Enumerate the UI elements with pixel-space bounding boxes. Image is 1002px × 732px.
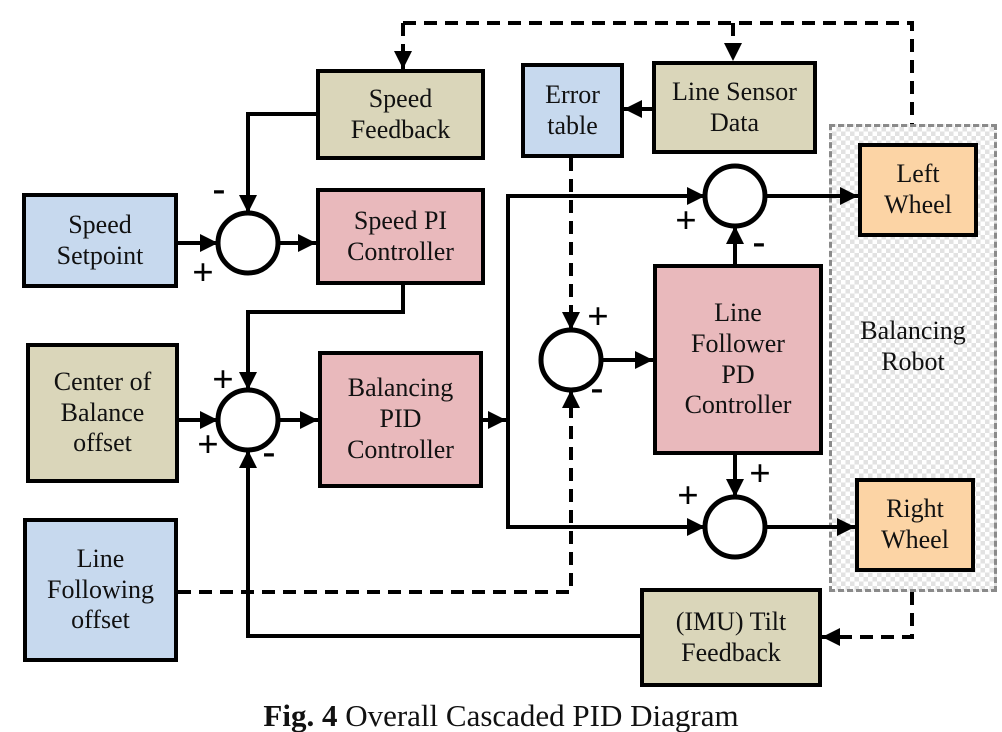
block-center-of-balance-offset: Center of Balance offset	[26, 343, 179, 483]
block-imu-tilt-feedback-label: (IMU) Tilt Feedback	[675, 606, 787, 667]
sign-right-sum-plus-left: +	[677, 475, 699, 517]
figure-caption-number: Fig. 4	[263, 698, 338, 732]
dashed-feedback-lines	[178, 21, 914, 646]
block-speed-feedback-label: Speed Feedback	[350, 83, 451, 144]
block-right-wheel-label: Right Wheel	[881, 494, 949, 554]
block-line-follower-pd-controller-label: Line Follower PD Controller	[684, 298, 792, 420]
block-line-following-offset-label: Line Following offset	[47, 543, 154, 635]
sign-balance-sum-minus: -	[262, 431, 276, 473]
sign-line-sum-plus: +	[587, 296, 609, 338]
block-line-sensor-data: Line Sensor Data	[652, 61, 817, 154]
sign-line-sum-minus: -	[590, 367, 604, 409]
sum-junction-left-wheel	[702, 163, 768, 229]
sum-junction-line	[538, 327, 604, 393]
sign-balance-sum-plus-top: +	[212, 359, 234, 401]
sign-balance-sum-plus-left: +	[197, 424, 219, 466]
sign-left-sum-minus: -	[752, 221, 766, 263]
sign-speed-sum-plus: +	[192, 252, 214, 294]
figure-caption: Fig. 4 Overall Cascaded PID Diagram	[0, 698, 1002, 732]
block-error-table: Error table	[521, 63, 624, 158]
block-speed-pi-controller-label: Speed PI Controller	[347, 205, 454, 266]
block-right-wheel: Right Wheel	[855, 478, 975, 572]
block-left-wheel: Left Wheel	[858, 143, 978, 237]
block-balancing-robot-label: Balancing Robot	[860, 316, 966, 376]
block-line-sensor-data-label: Line Sensor Data	[672, 76, 797, 137]
sign-speed-sum-minus: -	[212, 168, 226, 210]
sum-junction-balance	[215, 387, 281, 453]
block-imu-tilt-feedback: (IMU) Tilt Feedback	[640, 588, 822, 687]
block-speed-feedback: Speed Feedback	[316, 69, 485, 160]
sum-junction-speed	[215, 210, 281, 276]
sum-junction-right-wheel	[702, 494, 768, 560]
block-balancing-pid-controller-label: Balancing PID Controller	[347, 373, 454, 464]
block-speed-pi-controller: Speed PI Controller	[316, 188, 485, 285]
solid-signal-lines	[178, 100, 858, 638]
block-center-of-balance-offset-label: Center of Balance offset	[53, 366, 152, 458]
sum-junctions	[215, 163, 768, 560]
block-speed-setpoint-label: Speed Setpoint	[56, 209, 144, 270]
block-error-table-label: Error table	[545, 79, 600, 140]
figure-caption-text: Overall Cascaded PID Diagram	[337, 698, 739, 732]
block-line-following-offset: Line Following offset	[23, 518, 178, 662]
sign-left-sum-plus: +	[675, 200, 697, 242]
block-speed-setpoint: Speed Setpoint	[22, 193, 178, 288]
block-left-wheel-label: Left Wheel	[884, 159, 952, 219]
block-line-follower-pd-controller: Line Follower PD Controller	[653, 264, 823, 455]
sign-right-sum-plus-top: +	[749, 453, 771, 495]
block-balancing-pid-controller: Balancing PID Controller	[318, 351, 483, 488]
